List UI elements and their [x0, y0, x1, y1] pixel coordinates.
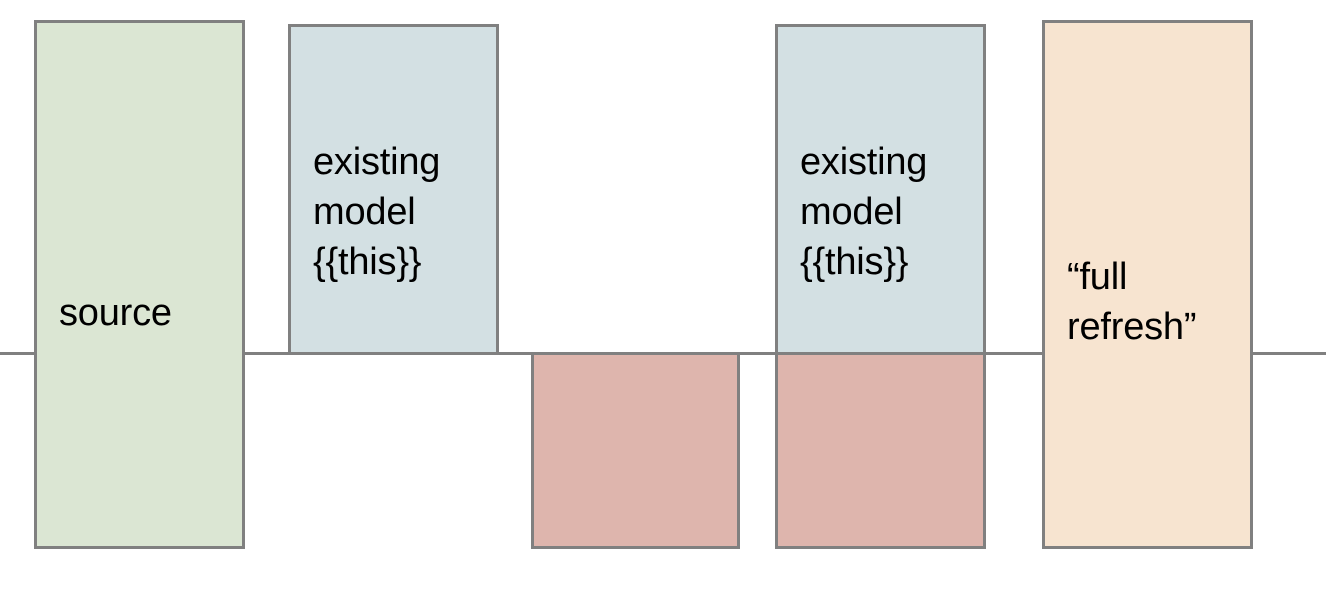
block-existing-model-1-label: existing model {{this}} [313, 141, 441, 283]
block-full-refresh[interactable]: “full refresh” [1042, 20, 1253, 549]
block-source-label: source [59, 292, 172, 334]
block-existing-model-2-label: existing model {{this}} [800, 141, 928, 283]
block-existing-model-1[interactable]: existing model {{this}} [288, 24, 499, 355]
block-new-records-2[interactable]: new records [775, 352, 986, 549]
block-source[interactable]: source [34, 20, 245, 549]
block-full-refresh-label: “full refresh” [1067, 256, 1197, 348]
block-existing-model-2[interactable]: existing model {{this}} [775, 24, 986, 355]
block-new-records-1[interactable]: new records [531, 352, 740, 549]
